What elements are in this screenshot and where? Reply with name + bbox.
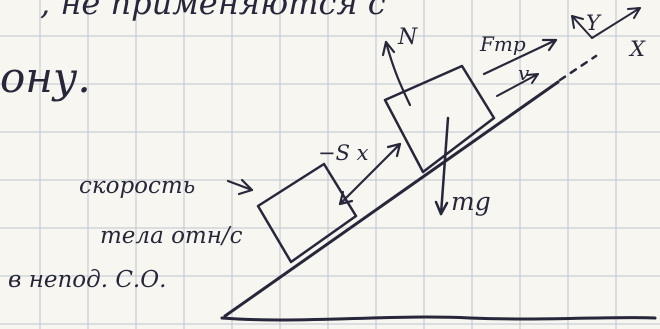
displacement-arrowhead-upper xyxy=(386,142,402,158)
friction-force-arrowhead xyxy=(541,38,558,52)
velocity-note-line-3: в непод. С.О. xyxy=(8,267,166,293)
x-axis-arrowhead xyxy=(627,7,641,19)
normal-force-arrowhead xyxy=(381,40,396,57)
velocity-arrow xyxy=(496,73,539,97)
ground-line xyxy=(220,315,657,322)
text-fragment-ony: ону. xyxy=(0,53,91,102)
upper-block xyxy=(383,64,496,174)
weight-arrowhead xyxy=(434,200,449,216)
velocity-arrowhead xyxy=(526,73,539,84)
y-axis-arrowhead xyxy=(571,15,584,29)
x-axis-label: X xyxy=(628,37,646,61)
top-text-fragment: , не применяются с xyxy=(40,0,386,22)
normal-force-arrow xyxy=(384,40,412,107)
velocity-note-arrow xyxy=(226,179,254,192)
friction-force-label: Fтр xyxy=(479,32,526,56)
velocity-label: v xyxy=(518,61,530,85)
normal-force-label: N xyxy=(397,25,418,50)
y-axis-label: Y xyxy=(586,11,602,35)
displacement-arrowhead-lower xyxy=(338,190,354,206)
displacement-arrow xyxy=(338,142,402,206)
velocity-note-line-2: тела отн/с xyxy=(100,223,243,249)
incline-line xyxy=(223,80,560,318)
lower-block xyxy=(256,162,358,264)
displacement-label: −S x xyxy=(318,141,369,165)
y-axis-arrow xyxy=(571,15,593,39)
velocity-note-line-1: скорость xyxy=(79,173,195,199)
friction-force-arrow xyxy=(482,38,558,76)
velocity-note-arrowhead xyxy=(237,178,254,196)
x-axis-arrow xyxy=(591,7,641,39)
incline-dashed-extension xyxy=(558,54,598,82)
weight-label: mg xyxy=(451,187,491,216)
weight-arrow xyxy=(439,116,450,216)
